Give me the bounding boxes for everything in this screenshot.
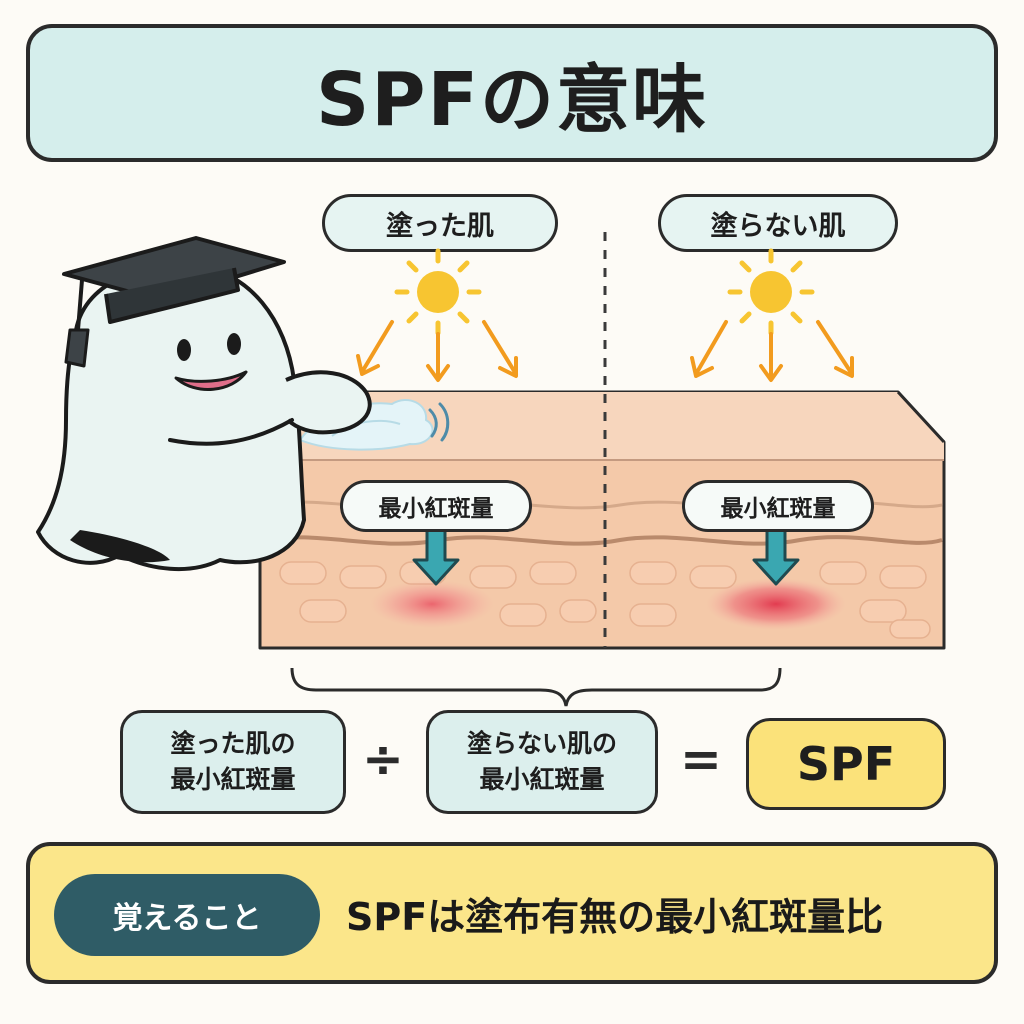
med-label-uncoated: 最小紅斑量: [682, 480, 874, 532]
arrow-down-icon: [690, 320, 728, 378]
equals-operator: =: [680, 730, 722, 788]
med-label-coated: 最小紅斑量: [340, 480, 532, 532]
sun-icon: [727, 248, 815, 336]
redness-spot-icon: [370, 580, 494, 628]
redness-spot-icon: [706, 578, 846, 630]
arrow-down-icon: [426, 332, 450, 382]
arrow-down-icon: [752, 528, 800, 586]
title-banner: SPFの意味: [26, 24, 998, 162]
memo-banner: 覚えること SPFは塗布有無の最小紅斑量比: [26, 842, 998, 984]
formula-uncoated-line1: 塗らない肌の: [466, 728, 617, 758]
arrow-down-icon: [356, 320, 394, 376]
arrow-down-icon: [759, 332, 783, 382]
label-uncoated-skin: 塗らない肌: [658, 194, 898, 252]
divide-operator: ÷: [362, 730, 404, 788]
memo-text: SPFは塗布有無の最小紅斑量比: [346, 895, 884, 939]
sun-icon: [394, 248, 482, 336]
summary-brace: [290, 667, 782, 707]
graduation-cap-icon: [62, 236, 286, 368]
arrow-down-icon: [816, 320, 854, 378]
page-title: SPFの意味: [315, 56, 709, 143]
formula-result-spf: SPF: [746, 718, 946, 810]
memo-tag: 覚えること: [54, 874, 320, 956]
formula-coated-line2: 最小紅斑量: [170, 765, 296, 794]
formula-coated-med: 塗った肌の 最小紅斑量: [120, 710, 346, 814]
ghost-mascot-icon: [36, 263, 372, 571]
arrow-down-icon: [482, 320, 518, 378]
formula-coated-line1: 塗った肌の: [170, 728, 296, 758]
arrow-down-icon: [412, 528, 460, 586]
formula-uncoated-med: 塗らない肌の 最小紅斑量: [426, 710, 658, 814]
formula-uncoated-line2: 最小紅斑量: [479, 765, 605, 794]
